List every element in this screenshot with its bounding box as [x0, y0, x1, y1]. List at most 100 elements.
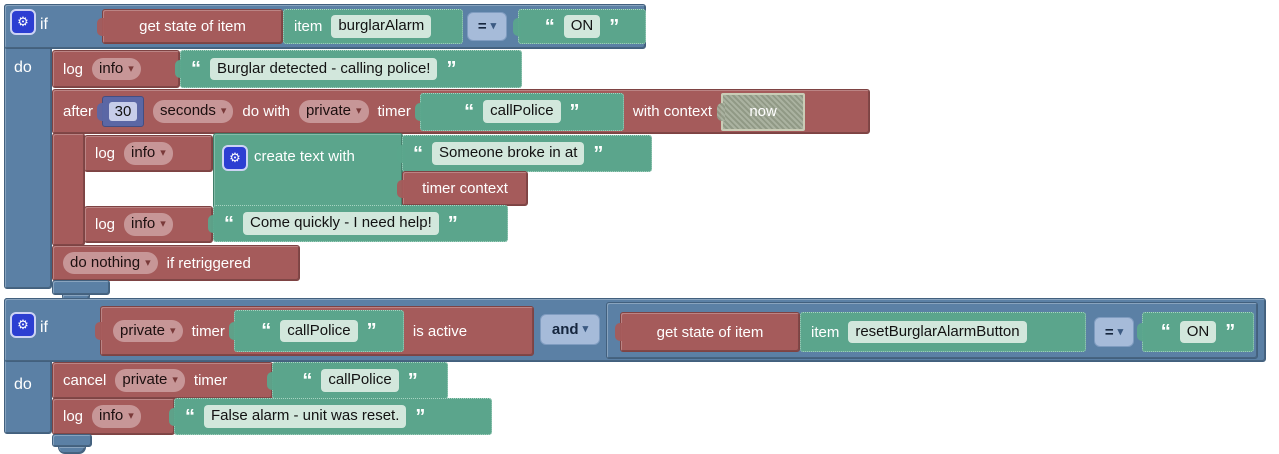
do-label: do — [14, 59, 32, 76]
log-label: log — [95, 216, 116, 233]
time-unit-value: seconds — [160, 102, 216, 120]
text-value-block[interactable]: “ ON ” — [1137, 312, 1254, 352]
timer-name-field[interactable]: callPolice — [280, 319, 358, 343]
time-unit-dropdown[interactable]: seconds ▾ — [153, 100, 234, 123]
log-level-value: info — [99, 407, 124, 425]
open-quote-icon: “ — [464, 100, 475, 123]
log-level-dropdown[interactable]: info ▾ — [124, 213, 173, 236]
dropdown-arrow-icon: ▾ — [170, 324, 176, 337]
dropdown-arrow-icon: ▾ — [160, 218, 166, 230]
timer-scope-dropdown[interactable]: private ▾ — [298, 100, 369, 123]
cancel-timer-block[interactable]: cancel private ▾ timer — [52, 362, 273, 399]
open-quote-icon: “ — [185, 405, 195, 428]
open-quote-icon: “ — [191, 58, 201, 80]
create-text-block[interactable]: ⚙ create text with — [213, 133, 403, 209]
logic-operator-value: and — [551, 321, 579, 338]
text-value-block[interactable]: “ False alarm - unit was reset. ” — [169, 398, 492, 435]
mutator-gear-icon[interactable]: ⚙ — [10, 312, 36, 338]
text-value-block[interactable]: “ Someone broke in at ” — [397, 135, 652, 172]
after-timer-block-arm[interactable] — [52, 133, 85, 246]
text-value-field[interactable]: Come quickly - I need help! — [243, 212, 439, 235]
dropdown-arrow-icon: ▾ — [355, 105, 362, 117]
log-label: log — [95, 145, 116, 162]
log-level-dropdown[interactable]: info ▾ — [92, 57, 141, 81]
item-name-field[interactable]: resetBurglarAlarmButton — [848, 320, 1027, 344]
dropdown-arrow-icon: ▾ — [490, 20, 497, 32]
text-value-block[interactable]: “ Burglar detected - calling police! ” — [175, 50, 522, 88]
open-quote-icon: “ — [224, 212, 234, 235]
get-state-of-item-block[interactable]: get state of item — [97, 9, 283, 44]
log-block[interactable]: log info ▾ — [52, 398, 175, 435]
mutator-gear-icon[interactable]: ⚙ — [222, 145, 248, 171]
timer-context-block[interactable]: timer context — [397, 171, 528, 206]
open-quote-icon: “ — [302, 369, 313, 392]
timer-name-field[interactable]: callPolice — [483, 100, 561, 123]
log-level-value: info — [99, 59, 124, 77]
log-block[interactable]: log info ▾ — [84, 135, 213, 172]
log-block[interactable]: log info ▾ — [84, 206, 213, 243]
dropdown-arrow-icon: ▾ — [145, 256, 151, 269]
text-value-block[interactable]: “ Come quickly - I need help! ” — [208, 205, 508, 242]
open-quote-icon: “ — [413, 142, 423, 165]
text-value-field[interactable]: ON — [563, 15, 601, 38]
dropdown-arrow-icon: ▾ — [172, 374, 178, 386]
close-quote-icon: ” — [407, 369, 418, 392]
if-label: if — [40, 319, 48, 336]
item-block[interactable]: item resetBurglarAlarmButton — [800, 312, 1086, 352]
comparison-operator-dropdown[interactable]: = ▾ — [1094, 317, 1134, 347]
log-block[interactable]: log info ▾ — [52, 50, 180, 88]
text-value-field[interactable]: ON — [1179, 320, 1217, 344]
item-block[interactable]: item burglarAlarm — [283, 9, 463, 44]
if-block-1-spine[interactable] — [4, 4, 52, 289]
text-value-field[interactable]: Someone broke in at — [432, 142, 585, 165]
dropdown-arrow-icon: ▾ — [160, 147, 166, 159]
logic-operator-dropdown[interactable]: and ▾ — [540, 314, 600, 345]
mutator-gear-icon[interactable]: ⚙ — [10, 9, 36, 35]
timer-scope-dropdown[interactable]: private ▾ — [115, 369, 185, 392]
number-block[interactable]: 30 — [97, 96, 145, 127]
do-label: do — [14, 376, 32, 393]
if-block-2-bottom-tab[interactable] — [58, 446, 86, 454]
close-quote-icon: ” — [366, 320, 377, 342]
delay-field[interactable]: 30 — [108, 102, 138, 121]
get-state-of-item-block[interactable]: get state of item — [615, 312, 800, 352]
log-level-dropdown[interactable]: info ▾ — [124, 142, 173, 165]
text-value-field[interactable]: False alarm - unit was reset. — [204, 405, 407, 428]
context-shadow-block[interactable]: now — [717, 92, 806, 131]
timer-is-active-block[interactable]: private ▾ timer “ callPolice ” is active — [95, 306, 534, 356]
context-value: now — [749, 103, 777, 120]
timer-name-field[interactable]: callPolice — [321, 369, 399, 392]
timer-label: timer — [191, 322, 225, 340]
close-quote-icon: ” — [415, 405, 426, 428]
item-label: item — [294, 18, 323, 35]
timer-scope-dropdown[interactable]: private ▾ — [113, 319, 183, 343]
log-label: log — [63, 408, 84, 425]
text-value-block[interactable]: “ ON ” — [513, 9, 646, 44]
timer-name-block[interactable]: “ callPolice ” — [414, 92, 624, 131]
log-level-dropdown[interactable]: info ▾ — [92, 405, 141, 428]
timer-name-block[interactable]: “ callPolice ” — [228, 310, 404, 352]
log-label: log — [63, 60, 84, 78]
text-value-field[interactable]: Burglar detected - calling police! — [210, 57, 438, 81]
dropdown-arrow-icon: ▾ — [582, 323, 589, 335]
if-block-1-foot[interactable] — [52, 280, 110, 295]
if-label: if — [40, 16, 48, 33]
after-timer-block-retrigger-row[interactable]: do nothing ▾ if retriggered — [52, 245, 300, 281]
operator-value: = — [1104, 323, 1114, 341]
retrigger-dropdown[interactable]: do nothing ▾ — [63, 251, 158, 275]
close-quote-icon: ” — [609, 15, 620, 38]
open-quote-icon: “ — [1160, 321, 1171, 343]
comparison-operator-dropdown[interactable]: = ▾ — [467, 12, 507, 41]
get-state-label: get state of item — [656, 323, 764, 341]
timer-scope-value: private — [120, 321, 166, 339]
item-name-field[interactable]: burglarAlarm — [331, 15, 432, 38]
gear-glyph: ⚙ — [17, 14, 29, 30]
timer-name-block[interactable]: “ callPolice ” — [267, 362, 448, 399]
close-quote-icon: ” — [1225, 321, 1236, 343]
log-level-value: info — [131, 215, 156, 233]
get-state-label: get state of item — [139, 18, 246, 35]
with-context-label: with context — [632, 103, 713, 120]
operator-value: = — [477, 18, 487, 35]
after-timer-block[interactable]: after 30 seconds ▾ do with private ▾ tim… — [52, 89, 870, 134]
timer-scope-value: private — [122, 371, 168, 389]
